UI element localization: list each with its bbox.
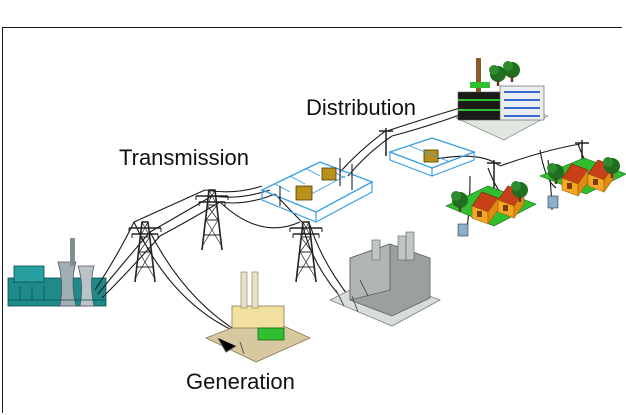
distribution-label: Distribution [306,95,417,120]
house-icon [445,181,537,237]
substation-icon [260,158,374,223]
diagram-frame [2,27,622,413]
generation-plant-icon [204,271,311,363]
generation-label: Generation [186,369,295,394]
factory-icon [329,231,441,327]
office-building-icon [455,58,549,141]
transmission-tower-icon [128,189,323,283]
substation-icon [387,137,477,177]
power-plant-icon [7,238,107,307]
house-icon [539,157,626,209]
transmission-label: Transmission [119,145,249,170]
